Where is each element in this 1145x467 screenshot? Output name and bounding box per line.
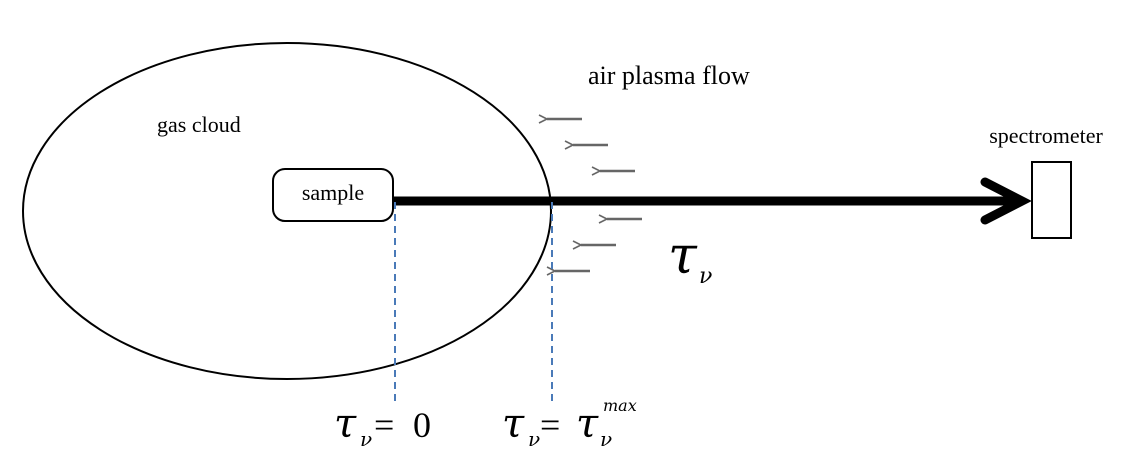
max-superscript: max xyxy=(603,396,637,415)
flow-arrows-lower xyxy=(555,219,642,271)
gas-cloud-label: gas cloud xyxy=(157,112,241,137)
optical-depth-max-label: τ ν = τ ν max xyxy=(502,396,637,451)
gas-cloud-ellipse xyxy=(22,42,552,380)
flow-arrows-upper xyxy=(547,119,635,171)
right-arrow-icon xyxy=(980,177,1032,225)
sample-label: sample xyxy=(302,180,364,205)
nu-subscript: ν xyxy=(528,427,540,451)
tau-symbol: τ xyxy=(334,401,357,447)
sample-box xyxy=(272,168,394,222)
equals-sign: = xyxy=(540,405,560,445)
spectrometer-box xyxy=(1031,161,1072,239)
optical-depth-zero-label: τ ν = 0 xyxy=(334,401,431,451)
spectrometer-label: spectrometer xyxy=(989,123,1103,148)
nu-subscript: ν xyxy=(600,427,612,451)
zero-value: 0 xyxy=(413,405,431,445)
tau-symbol: τ xyxy=(668,226,698,286)
tau-symbol: τ xyxy=(576,401,599,447)
tau-symbol: τ xyxy=(502,401,525,447)
equals-sign: = xyxy=(374,405,394,445)
nu-subscript: ν xyxy=(360,427,372,451)
air-plasma-flow-label: air plasma flow xyxy=(588,61,750,90)
beam-optical-depth-label: τ ν xyxy=(668,226,712,289)
nu-subscript: ν xyxy=(699,264,712,289)
